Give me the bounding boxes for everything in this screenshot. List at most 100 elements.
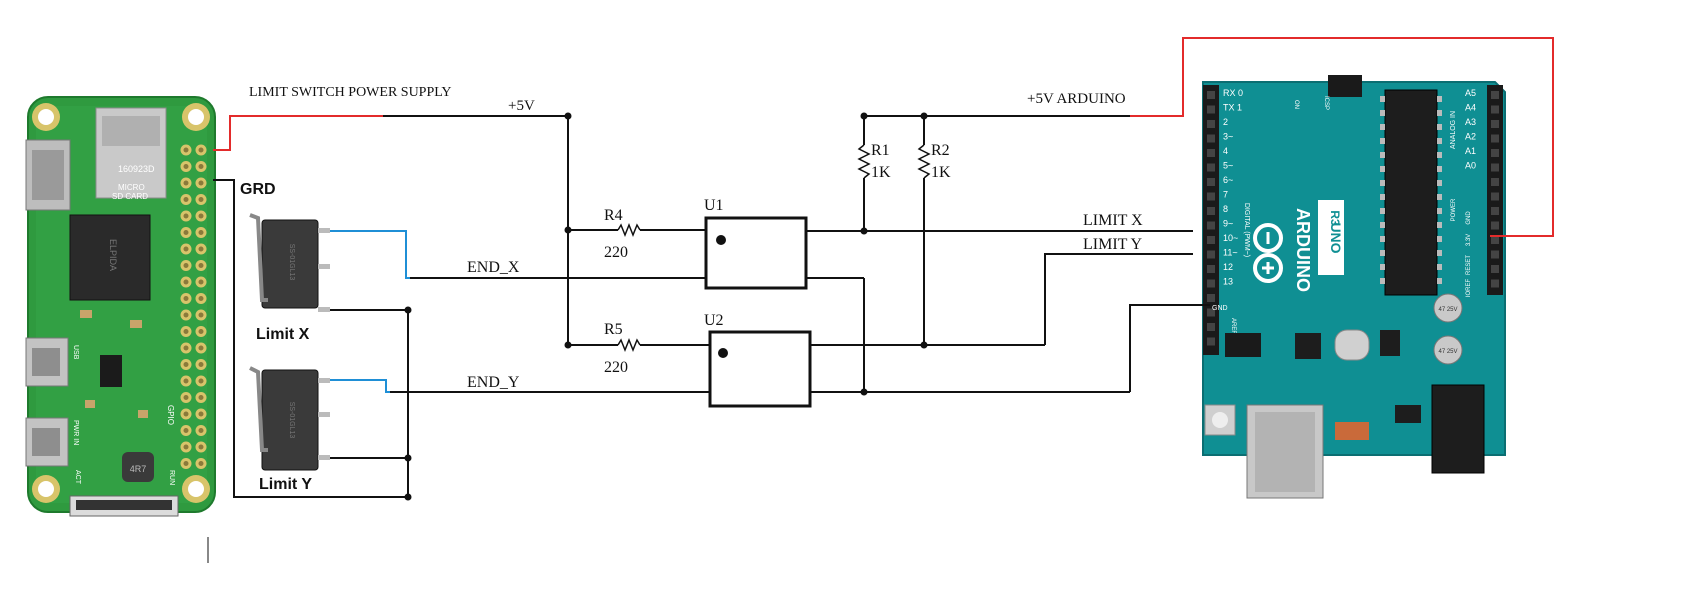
arduino-analog-pin-label: A2 <box>1465 132 1476 142</box>
arduino-header-pin <box>1491 207 1499 215</box>
pi-gpio-header <box>180 144 207 469</box>
arduino-header-pin <box>1491 134 1499 143</box>
arduino-header-pin <box>1491 265 1499 273</box>
svg-text:SS-01GL13: SS-01GL13 <box>288 244 295 281</box>
arduino-digital-pin-label: 3~ <box>1223 132 1233 142</box>
arduino-header-pin <box>1491 149 1499 157</box>
r5-ref: R5 <box>604 321 623 338</box>
pi-usb-label: USB <box>72 345 79 360</box>
u2-ref: U2 <box>704 312 724 329</box>
grd-label: GRD <box>240 181 276 198</box>
arduino-header-pin <box>1491 178 1499 186</box>
end-y-label: END_Y <box>467 374 520 391</box>
limit-switch-x: SS-01GL13 <box>249 213 330 312</box>
arduino-usb-chip <box>1295 333 1321 359</box>
arduino-header-pin <box>1491 236 1499 244</box>
plus5v-arduino-label: +5V ARDUINO <box>1027 91 1126 107</box>
arduino-header-pin <box>1207 192 1215 201</box>
arduino-model-badge <box>1318 200 1344 275</box>
arduino-reset-label: RESET <box>1466 255 1472 275</box>
arduino-header-pin <box>1207 221 1215 230</box>
limit-y-switch-label: Limit Y <box>259 476 312 493</box>
arduino-icsp-header <box>1328 75 1362 97</box>
arduino-brand-text: ARDUINO <box>1293 208 1313 292</box>
wiring <box>207 37 1554 563</box>
arduino-header-pin <box>1491 91 1499 99</box>
pi-chip-brand: ELPIDA <box>108 239 118 271</box>
arduino-icsp-label: ICSP <box>1323 96 1329 110</box>
arduino-header-pin <box>1491 192 1499 201</box>
arduino-digital-pin-label: 2 <box>1223 117 1228 127</box>
pi-small-chip <box>100 355 122 387</box>
arduino-analog-label: ANALOG IN <box>1450 111 1457 149</box>
arduino-header-pin <box>1207 105 1215 114</box>
pi-run-label: RUN <box>168 470 175 485</box>
arduino-header-pin <box>1207 134 1215 143</box>
arduino-digital-pin-label: 6~ <box>1223 175 1233 185</box>
arduino-header-pin <box>1207 236 1215 244</box>
blue-wire-limit-y <box>330 379 390 393</box>
arduino-digital-header <box>1203 85 1219 355</box>
arduino-digital-pin-label: 7 <box>1223 190 1228 200</box>
resistor-r1 <box>857 144 871 179</box>
limit-y-net-label: LIMIT Y <box>1083 236 1143 253</box>
arduino-aref-label: AREF <box>1230 318 1236 334</box>
arduino-header-pin <box>1207 250 1215 259</box>
arduino-analog-header <box>1487 85 1503 295</box>
arduino-digital-label: DIGITAL (PWM~) <box>1243 203 1250 257</box>
arduino-header-pin <box>1491 120 1499 128</box>
arduino-header-pin <box>1207 207 1215 215</box>
pi-chip-code: 160923D <box>118 164 155 174</box>
svg-text:47 25V: 47 25V <box>1438 349 1457 355</box>
arduino-analog-pin-label: A0 <box>1465 161 1476 171</box>
resistor-r2 <box>917 144 931 179</box>
r1-value: 1K <box>871 164 891 181</box>
power-supply-label: LIMIT SWITCH POWER SUPPLY <box>249 85 452 100</box>
svg-text:SS-01GL13: SS-01GL13 <box>288 402 295 439</box>
arduino-header-pin <box>1491 279 1499 288</box>
arduino-logo <box>1253 223 1283 283</box>
arduino-analog-pin-label: A3 <box>1465 117 1476 127</box>
limit-y-net-wire <box>1044 253 1193 345</box>
resistor-r4 <box>617 222 641 238</box>
arduino-digital-pin-label: RX 0 <box>1223 88 1243 98</box>
limit-x-net-label: LIMIT X <box>1083 212 1143 229</box>
arduino-digital-pin-label: 10~ <box>1223 233 1238 243</box>
arduino-header-pin <box>1491 163 1499 172</box>
arduino-digital-pin-label: 8 <box>1223 204 1228 214</box>
svg-text:47 25V: 47 25V <box>1438 307 1457 313</box>
arduino-crystal <box>1334 329 1370 361</box>
arduino-header-pin <box>1207 120 1215 128</box>
red-wire-arduino-5v <box>1130 37 1554 237</box>
u1-ref: U1 <box>704 197 724 214</box>
arduino-gnd-wire <box>1129 304 1210 392</box>
arduino-header-pin <box>1207 279 1215 288</box>
red-wire-pi-5v <box>213 115 383 151</box>
arduino-header-pin <box>1207 294 1215 302</box>
arduino-digital-pin-label: 9~ <box>1223 219 1233 229</box>
r4-ref: R4 <box>604 207 623 224</box>
pi-gpio-label: GPIO <box>166 405 175 425</box>
arduino-on-label: ON <box>1293 100 1299 109</box>
blue-wire-limit-x <box>330 230 410 279</box>
arduino-gnd-left-label: GND <box>1212 305 1228 312</box>
arduino-digital-pin-label: 12 <box>1223 262 1233 272</box>
arduino-model-text: UNO <box>1328 222 1344 253</box>
arduino-digital-pin-label: TX 1 <box>1223 103 1242 113</box>
arduino-header-pin <box>1207 265 1215 273</box>
arduino-header-pin <box>1207 323 1215 331</box>
arduino-rev-text: R3 <box>1328 210 1342 226</box>
arduino-analog-pin-label: A1 <box>1465 146 1476 156</box>
arduino-digital-pin-label: 11~ <box>1223 248 1238 258</box>
arduino-capacitors: 47 25V 47 25V <box>1433 293 1463 365</box>
arduino-33v-label: 3.3V <box>1466 234 1472 246</box>
arduino-ioref-label: IOREF <box>1466 279 1472 298</box>
pi-pwr-label: PWR IN <box>72 420 79 445</box>
limit-x-switch-label: Limit X <box>256 326 310 343</box>
